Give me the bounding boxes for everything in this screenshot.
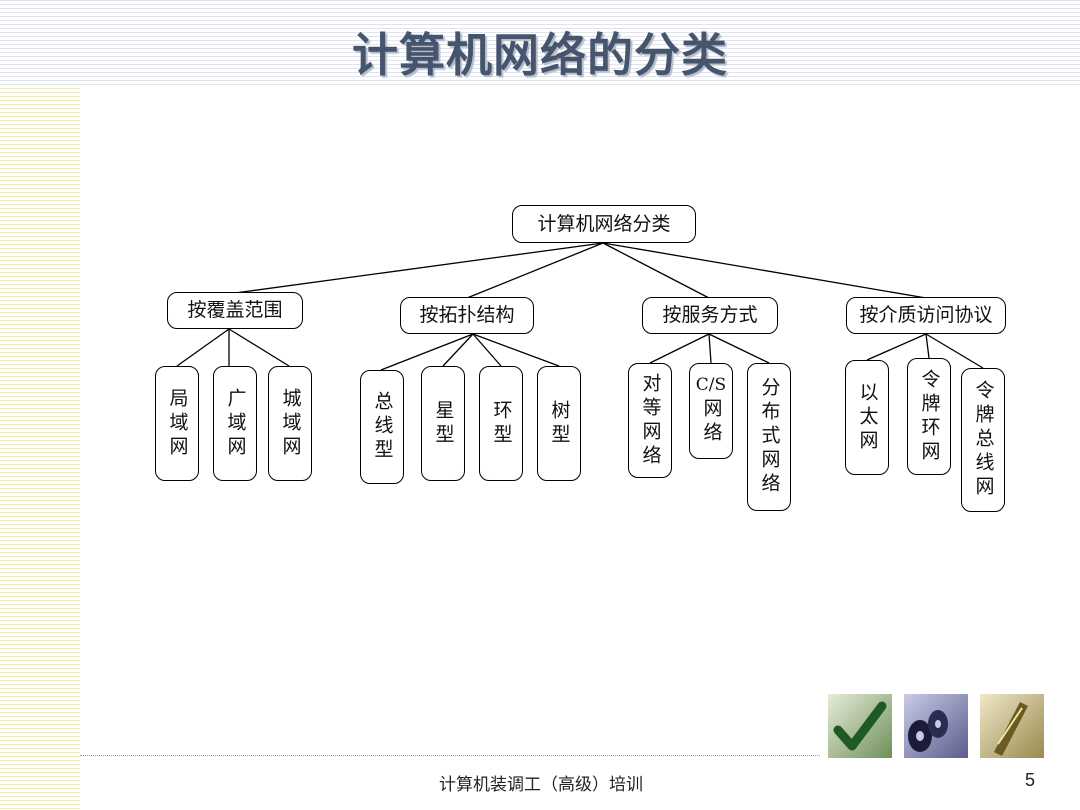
node-leaf-cs-latin: C/S [695, 374, 727, 395]
node-leaf: 分布式网络 [747, 363, 791, 511]
footer-text: 计算机装调工（高级）培训 [439, 775, 643, 795]
pen-icon [980, 694, 1044, 758]
footer-divider [80, 755, 820, 756]
node-root: 计算机网络分类 [512, 205, 696, 243]
node-leaf-cs-cjk: 网络 [700, 397, 723, 446]
node-leaf: 星型 [421, 366, 465, 481]
node-category-protocol: 按介质访问协议 [846, 297, 1006, 334]
node-leaf: 对等网络 [628, 363, 672, 478]
node-leaf: 局域网 [155, 366, 199, 481]
checkmark-icon [828, 694, 892, 758]
node-category-coverage: 按覆盖范围 [167, 292, 303, 329]
node-category-service: 按服务方式 [642, 297, 778, 334]
node-leaf: 树型 [537, 366, 581, 481]
node-category-topology: 按拓扑结构 [400, 297, 534, 334]
node-leaf: 广域网 [213, 366, 257, 481]
node-leaf: 城域网 [268, 366, 312, 481]
sidebar-stripes [0, 88, 80, 810]
node-leaf: 令牌总线网 [961, 368, 1005, 512]
disc-icon [904, 694, 968, 758]
node-leaf: 以太网 [845, 360, 889, 475]
node-leaf: 总线型 [360, 370, 404, 484]
node-leaf: 令牌环网 [907, 358, 951, 475]
slide-title: 计算机网络的分类 [352, 28, 728, 82]
header-stripes [0, 0, 1080, 88]
node-leaf: 环型 [479, 366, 523, 481]
page-number: 5 [1024, 770, 1035, 790]
node-leaf-cs: C/S 网络 [689, 363, 733, 459]
